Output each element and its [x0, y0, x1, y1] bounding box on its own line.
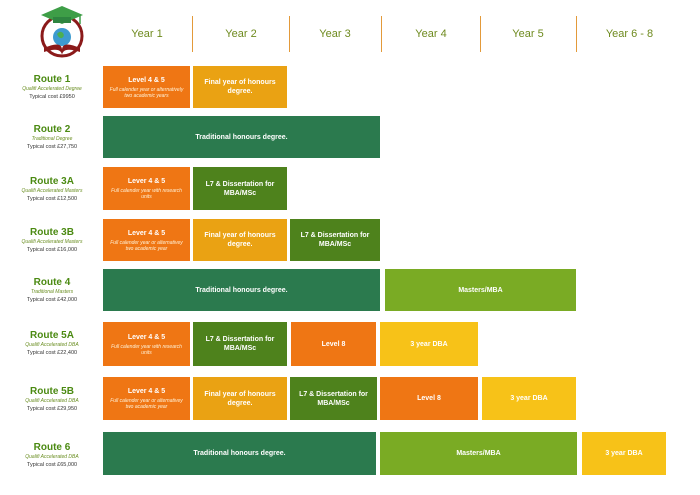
- year-header-6: Year 6 - 8: [605, 28, 654, 40]
- route-name: Route 1: [33, 74, 71, 85]
- route-5b-block-l7-dissertation: L7 & Dissertation for MBA/MSc: [290, 377, 377, 420]
- route-3a-block-level-4-5: Lever 4 & 5 Full calender year with rese…: [103, 167, 190, 210]
- route-cost: Typical cost £22,400: [26, 350, 78, 356]
- route-3b-block-final-year: Final year of honours degree.: [193, 219, 287, 261]
- route-1-block-level-4-5: Level 4 & 5 Full calender year or altern…: [103, 66, 190, 108]
- route-name: Route 3A: [30, 176, 74, 187]
- route-cost: Typical cost £65,000: [26, 462, 78, 468]
- block-label: L7 & Dissertation for MBA/MSc: [205, 180, 275, 197]
- block-label: 3 year DBA: [410, 340, 448, 348]
- year-divider: [289, 16, 290, 52]
- block-label: Final year of honours degree.: [204, 390, 276, 407]
- block-label: Final year of honours degree.: [204, 232, 276, 248]
- route-4-block-traditional-degree: Traditional honours degree.: [103, 269, 380, 311]
- route-3b-block-level-4-5: Lever 4 & 5 Full calender year or altern…: [103, 219, 190, 261]
- route-2-block-traditional-degree: Traditional honours degree.: [103, 116, 380, 158]
- route-name: Route 6: [33, 442, 71, 453]
- route-name: Route 4: [33, 277, 71, 288]
- route-cost: Typical cost £12,500: [26, 196, 78, 202]
- route-name: Route 3B: [30, 227, 74, 238]
- block-label: Final year of honours degree.: [204, 79, 276, 95]
- block-label: Lever 4 & 5: [127, 229, 166, 237]
- year-header-2: Year 2: [225, 28, 257, 40]
- year-divider: [192, 16, 193, 52]
- graduation-cap-book-globe-icon: [40, 6, 84, 58]
- route-cost: Typical cost £29,950: [26, 406, 78, 412]
- route-name: Route 5A: [30, 330, 74, 341]
- block-note: Full calender year or alternatively two …: [109, 86, 184, 99]
- route-subtitle: Qualifi Accelerated Masters: [21, 239, 83, 245]
- block-note: Full calender year or alternativey two a…: [110, 398, 183, 410]
- route-5a-block-level-8: Level 8: [291, 322, 376, 366]
- route-label-2: Route 2 Traditional Degree Typical cost …: [6, 124, 98, 151]
- year-divider: [576, 16, 577, 52]
- route-subtitle: Traditional Degree: [31, 136, 73, 142]
- route-label-3a: Route 3A Qualifi Accelerated Masters Typ…: [6, 176, 98, 203]
- route-5a-block-3-year-dba: 3 year DBA: [380, 322, 478, 366]
- route-name: Route 2: [33, 124, 71, 135]
- block-label: Lever 4 & 5: [127, 178, 166, 185]
- route-cost: Typical cost £42,000: [26, 297, 78, 303]
- block-label: Traditional honours degree.: [195, 133, 288, 141]
- route-5b-block-final-year: Final year of honours degree.: [193, 377, 287, 420]
- year-header-4: Year 4: [415, 28, 447, 40]
- block-label: Masters/MBA: [458, 286, 503, 294]
- route-label-5a: Route 5A Qualifi Accelerated DBA Typical…: [6, 330, 98, 357]
- route-label-1: Route 1 Qualifi Accelerated Degree Typic…: [6, 74, 98, 101]
- year-header-1: Year 1: [131, 28, 163, 40]
- year-header-5: Year 5: [512, 28, 544, 40]
- route-cost: Typical cost £9950: [29, 94, 75, 100]
- route-label-5b: Route 5B Qualifi Accelerated DBA Typical…: [6, 386, 98, 413]
- route-5a-block-level-4-5: Lever 4 & 5 Full calender year with rese…: [103, 322, 190, 366]
- block-label: 3 year DBA: [510, 395, 548, 402]
- route-label-6: Route 6 Qualifi Accelerated DBA Typical …: [6, 442, 98, 469]
- block-note: Full calender year with research units: [111, 188, 182, 200]
- route-6-block-3-year-dba: 3 year DBA: [582, 432, 666, 475]
- block-label: Traditional honours degree.: [195, 286, 288, 294]
- route-subtitle: Qualifi Accelerated DBA: [25, 398, 79, 404]
- route-5a-block-l7-dissertation: L7 & Dissertation for MBA/MSc: [193, 322, 287, 366]
- route-5b-block-level-4-5: Lever 4 & 5 Full calender year or altern…: [103, 377, 190, 420]
- route-5b-block-level-8: Level 8: [380, 377, 478, 420]
- block-label: Level 8: [417, 395, 441, 402]
- route-subtitle: Qualifi Accelerated DBA: [25, 342, 79, 348]
- block-label: L7 & Dissertation for MBA/MSc: [300, 232, 370, 248]
- route-4-block-masters: Masters/MBA: [385, 269, 576, 311]
- route-1-block-final-year: Final year of honours degree.: [193, 66, 287, 108]
- block-note: Full calender year with research units: [111, 343, 182, 356]
- block-label: Lever 4 & 5: [127, 333, 166, 341]
- block-label: Level 8: [321, 340, 346, 348]
- route-name: Route 5B: [30, 386, 74, 397]
- year-divider: [381, 16, 382, 52]
- route-label-3b: Route 3B Qualifi Accelerated Masters Typ…: [6, 227, 98, 254]
- route-label-4: Route 4 Traditional Masters Typical cost…: [6, 277, 98, 304]
- route-subtitle: Qualifi Accelerated Degree: [22, 86, 82, 92]
- route-subtitle: Qualifi Accelerated Masters: [21, 188, 83, 194]
- block-label: 3 year DBA: [605, 450, 643, 457]
- block-label: Lever 4 & 5: [127, 388, 166, 395]
- route-cost: Typical cost £27,750: [26, 144, 78, 150]
- route-6-block-masters: Masters/MBA: [380, 432, 577, 475]
- block-label: Masters/MBA: [456, 450, 501, 457]
- route-3b-block-l7-dissertation: L7 & Dissertation for MBA/MSc: [290, 219, 380, 261]
- route-cost: Typical cost £16,000: [26, 247, 78, 253]
- route-subtitle: Qualifi Accelerated DBA: [25, 454, 79, 460]
- route-subtitle: Traditional Masters: [30, 289, 74, 295]
- block-label: Traditional honours degree.: [193, 450, 286, 457]
- route-3a-block-l7-dissertation: L7 & Dissertation for MBA/MSc: [193, 167, 287, 210]
- block-note: Full calender year or alternativey two a…: [110, 239, 183, 252]
- route-5b-block-3-year-dba: 3 year DBA: [482, 377, 576, 420]
- block-label: Level 4 & 5: [128, 76, 165, 84]
- block-label: L7 & Dissertation for MBA/MSc: [299, 390, 368, 407]
- route-6-block-traditional-degree: Traditional honours degree.: [103, 432, 376, 475]
- year-header-3: Year 3: [319, 28, 351, 40]
- year-divider: [480, 16, 481, 52]
- block-label: L7 & Dissertation for MBA/MSc: [205, 336, 275, 352]
